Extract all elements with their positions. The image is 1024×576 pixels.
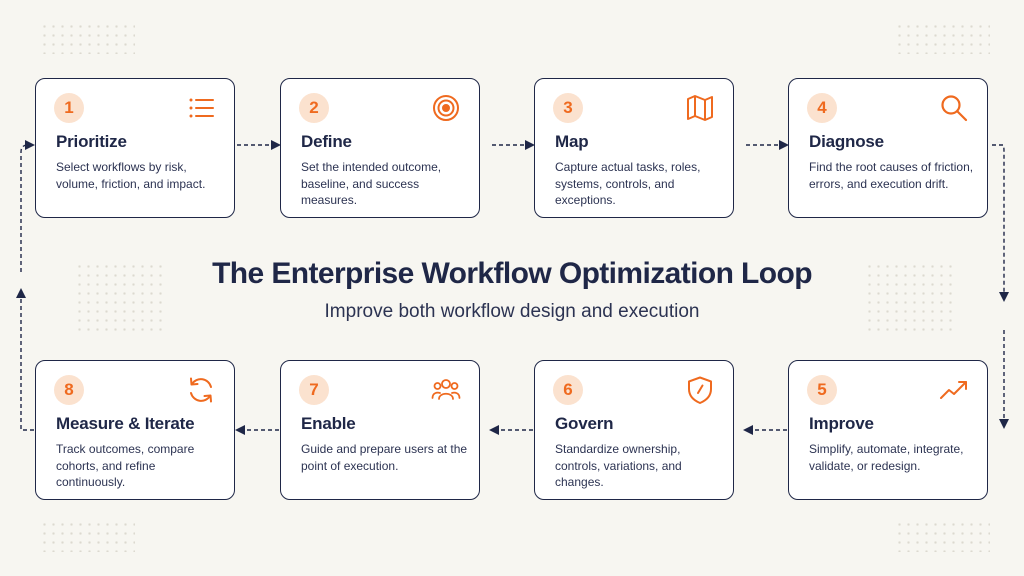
map-icon <box>685 93 715 123</box>
dot-pattern <box>40 520 135 552</box>
dot-pattern <box>865 262 955 332</box>
step-title: Measure & Iterate <box>56 414 195 433</box>
step-description: Guide and prepare users at the point of … <box>301 442 468 473</box>
step-number: 7 <box>299 375 329 405</box>
step-number: 5 <box>807 375 837 405</box>
users-icon <box>431 375 461 405</box>
step-card-enable: 7 Enable Guide and prepare users at the … <box>280 360 480 500</box>
step-description: Track outcomes, compare cohorts, and ref… <box>56 442 195 489</box>
step-number: 8 <box>54 375 84 405</box>
step-number: 4 <box>807 93 837 123</box>
step-number: 2 <box>299 93 329 123</box>
step-title: Define <box>301 132 352 151</box>
step-title: Enable <box>301 414 356 433</box>
step-number: 6 <box>553 375 583 405</box>
diagram-title: The Enterprise Workflow Optimization Loo… <box>212 257 812 290</box>
dot-pattern <box>895 520 990 552</box>
step-title: Prioritize <box>56 132 127 151</box>
trend-up-icon <box>939 375 969 405</box>
dot-pattern <box>895 22 990 54</box>
dot-pattern <box>40 22 135 54</box>
refresh-icon <box>186 375 216 405</box>
step-description: Capture actual tasks, roles, systems, co… <box>555 160 701 207</box>
step-card-define: 2 Define Set the intended outcome, basel… <box>280 78 480 218</box>
step-description: Set the intended outcome, baseline, and … <box>301 160 442 207</box>
shield-icon <box>685 375 715 405</box>
step-title: Map <box>555 132 589 151</box>
step-description: Standardize ownership, controls, variati… <box>555 442 682 489</box>
magnifier-icon <box>939 93 969 123</box>
step-card-map: 3 Map Capture actual tasks, roles, syste… <box>534 78 734 218</box>
step-card-measure-iterate: 8 Measure & Iterate Track outcomes, comp… <box>35 360 235 500</box>
step-card-prioritize: 1 Prioritize Select workflows by risk, v… <box>35 78 235 218</box>
step-number: 3 <box>553 93 583 123</box>
step-title: Diagnose <box>809 132 884 151</box>
step-title: Govern <box>555 414 614 433</box>
diagram-subtitle: Improve both workflow design and executi… <box>324 301 700 322</box>
arrow-8-to-1-upper <box>20 140 35 272</box>
step-card-diagnose: 4 Diagnose Find the root causes of frict… <box>788 78 988 218</box>
arrow-8-to-1-lower <box>16 288 34 431</box>
step-description: Select workflows by risk, volume, fricti… <box>56 160 206 191</box>
step-description: Simplify, automate, integrate, validate,… <box>809 442 964 473</box>
target-icon <box>431 93 461 123</box>
list-icon <box>186 93 216 123</box>
step-title: Improve <box>809 414 874 433</box>
step-card-govern: 6 Govern Standardize ownership, controls… <box>534 360 734 500</box>
step-card-improve: 5 Improve Simplify, automate, integrate,… <box>788 360 988 500</box>
step-number: 1 <box>54 93 84 123</box>
dot-pattern <box>75 262 165 332</box>
step-description: Find the root causes of friction, errors… <box>809 160 974 191</box>
